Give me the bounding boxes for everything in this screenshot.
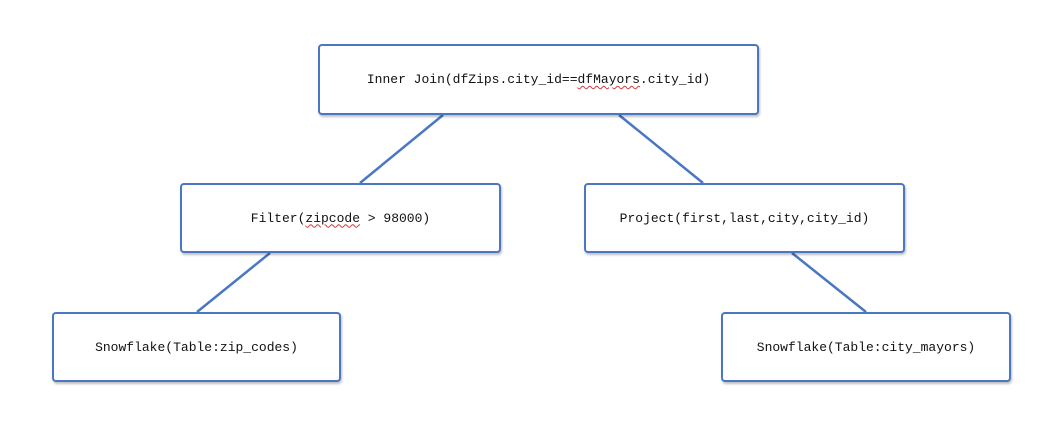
node-project-label: Project(first,last,city,city_id)	[619, 210, 870, 226]
node-inner-join-label: Inner Join(dfZips.city_id==dfMayors.city…	[367, 72, 710, 87]
node-snowflake-zip-codes: Snowflake(Table:zip_codes)	[52, 312, 341, 382]
node-inner-join: Inner Join(dfZips.city_id==dfMayors.city…	[318, 44, 759, 115]
edge-join-project	[618, 114, 704, 184]
node-snowflake-city-mayors: Snowflake(Table:city_mayors)	[721, 312, 1011, 382]
edge-filter-zipcodes	[196, 252, 271, 313]
filter-text-zipcode: zipcode	[305, 210, 360, 226]
inner-join-text-dfmayors: dfMayors	[577, 72, 640, 87]
node-filter: Filter(zipcode > 98000)	[180, 183, 501, 253]
node-project: Project(first,last,city,city_id)	[584, 183, 905, 253]
filter-text-a: Filter(	[250, 210, 306, 226]
filter-text-b: > 98000)	[360, 210, 431, 226]
node-zip-codes-label: Snowflake(Table:zip_codes)	[95, 339, 298, 355]
inner-join-text-b: .city_id)	[639, 72, 711, 87]
inner-join-text-a: Inner Join(dfZips.city_id==	[366, 72, 578, 87]
edge-join-filter	[359, 114, 444, 184]
node-city-mayors-label: Snowflake(Table:city_mayors)	[756, 339, 976, 355]
node-filter-label: Filter(zipcode > 98000)	[251, 211, 430, 226]
edge-project-citymayors	[791, 252, 867, 313]
